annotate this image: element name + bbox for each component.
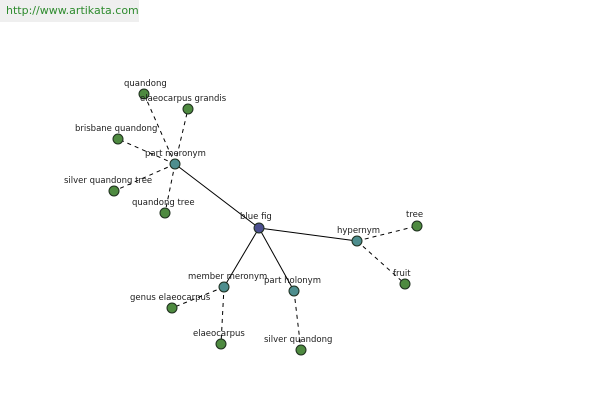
node-blue-fig[interactable] xyxy=(253,222,265,234)
node-quandong-tree[interactable] xyxy=(159,207,171,219)
node-elaeocarpus[interactable] xyxy=(215,338,227,350)
node-label-quandong[interactable]: quandong xyxy=(124,79,167,89)
edge-member-meronym-genus-elaeocarpus xyxy=(171,286,225,309)
node-silver-quandong[interactable] xyxy=(295,344,307,356)
edge-blue-fig-hypernym xyxy=(258,227,358,242)
node-genus-elaeocarpus[interactable] xyxy=(166,302,178,314)
node-label-elaeocarpus-grandis[interactable]: elaeocarpus grandis xyxy=(140,94,227,104)
edge-part-holonym-silver-quandong xyxy=(293,290,302,351)
node-label-blue-fig[interactable]: blue fig xyxy=(240,212,272,222)
edge-member-meronym-elaeocarpus xyxy=(220,286,225,345)
edges xyxy=(113,93,418,351)
node-label-silver-quandong[interactable]: silver quandong xyxy=(264,335,332,345)
edge-blue-fig-part-holonym xyxy=(258,227,295,292)
edge-hypernym-fruit xyxy=(356,240,406,285)
node-brisbane-quandong[interactable] xyxy=(112,133,124,145)
labels: quandong elaeocarpus grandis brisbane quan… xyxy=(64,79,423,345)
node-label-member-meronym[interactable]: member meronym xyxy=(188,272,267,282)
edge-blue-fig-part-meronym xyxy=(174,163,260,229)
edge-part-meronym-quandong-tree xyxy=(164,163,176,214)
node-label-genus-elaeocarpus[interactable]: genus elaeocarpus xyxy=(130,293,211,303)
node-hypernym[interactable] xyxy=(351,235,363,247)
node-elaeocarpus-grandis[interactable] xyxy=(182,103,194,115)
node-member-meronym[interactable] xyxy=(218,281,230,293)
edge-blue-fig-member-meronym xyxy=(223,227,260,288)
node-part-meronym[interactable] xyxy=(169,158,181,170)
node-label-silver-quandong-tree[interactable]: silver quandong tree xyxy=(64,176,152,186)
node-label-hypernym[interactable]: hypernym xyxy=(337,226,380,236)
node-quandong[interactable] xyxy=(138,88,150,100)
node-label-fruit[interactable]: fruit xyxy=(393,269,411,279)
edge-hypernym-tree xyxy=(356,225,418,242)
nodes xyxy=(108,88,423,356)
node-label-elaeocarpus[interactable]: elaeocarpus xyxy=(193,329,245,339)
node-part-holonym[interactable] xyxy=(288,285,300,297)
node-label-part-holonym[interactable]: part holonym xyxy=(264,276,321,286)
source-link[interactable]: http://www.artikata.com xyxy=(0,0,139,22)
edge-part-meronym-elaeocarpus-grandis xyxy=(174,108,189,165)
edge-part-meronym-brisbane-quandong xyxy=(117,138,176,165)
node-label-brisbane-quandong[interactable]: brisbane quandong xyxy=(75,124,157,134)
node-silver-quandong-tree[interactable] xyxy=(108,185,120,197)
node-tree[interactable] xyxy=(411,220,423,232)
edge-part-meronym-silver-quandong-tree xyxy=(113,163,176,192)
node-label-part-meronym[interactable]: part meronym xyxy=(145,149,206,159)
node-fruit[interactable] xyxy=(399,278,411,290)
node-label-quandong-tree[interactable]: quandong tree xyxy=(132,198,195,208)
node-label-tree[interactable]: tree xyxy=(406,210,423,220)
